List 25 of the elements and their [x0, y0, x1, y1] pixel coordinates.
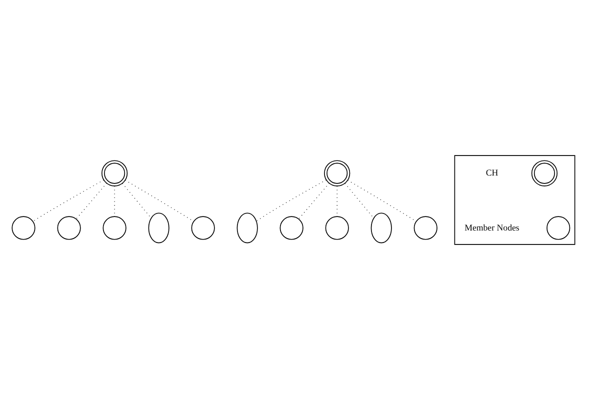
connector	[32, 180, 104, 222]
node-ellipse	[148, 212, 170, 244]
connector	[348, 180, 416, 222]
node-doublecircle	[102, 160, 128, 186]
node-ellipse	[236, 212, 258, 244]
node-doublecircle	[531, 160, 558, 186]
node-circle	[280, 216, 304, 240]
node-doublecircle	[324, 160, 350, 186]
node-circle	[12, 216, 36, 240]
node-circle	[325, 216, 349, 240]
connector	[124, 180, 194, 222]
node-ellipse	[370, 212, 392, 244]
cluster	[454, 155, 576, 245]
connector	[256, 180, 326, 222]
connector	[336, 186, 338, 217]
node-circle	[191, 216, 215, 240]
legend-label: CH	[486, 168, 498, 178]
node-circle	[546, 216, 570, 240]
connector	[344, 183, 374, 218]
node-circle	[57, 216, 81, 240]
node-circle	[414, 216, 438, 240]
node-circle	[102, 216, 126, 240]
connector	[114, 186, 115, 217]
connector	[122, 183, 152, 218]
legend-label: Member Nodes	[464, 222, 520, 232]
